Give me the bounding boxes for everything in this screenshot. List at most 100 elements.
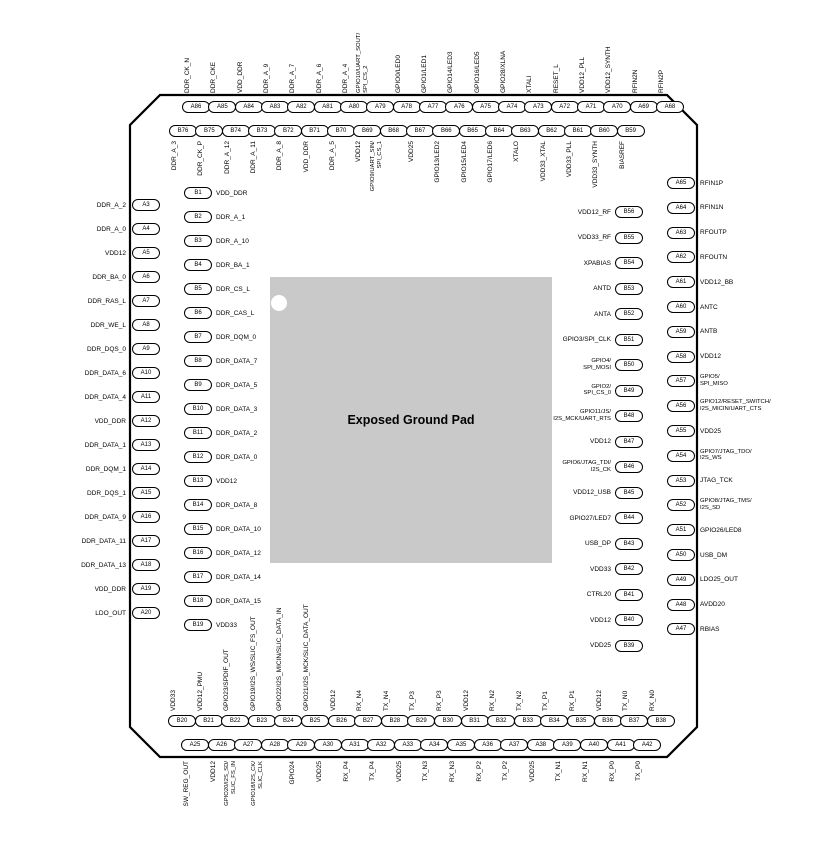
pin-label-A40: RX_N1 bbox=[582, 761, 589, 782]
pin-B73: B73 bbox=[247, 125, 276, 137]
pin-A80: A80 bbox=[339, 101, 368, 113]
pin-label-B40: VDD12 bbox=[590, 616, 611, 624]
pin-B27: B27 bbox=[354, 715, 383, 727]
pin-B65: B65 bbox=[458, 125, 487, 137]
pin-A31: A31 bbox=[340, 739, 369, 751]
pin-A42: A42 bbox=[633, 739, 662, 751]
pin-label-B8: DDR_DATA_7 bbox=[216, 357, 258, 365]
pin-A39: A39 bbox=[553, 739, 582, 751]
pin-label-B26: VDD12 bbox=[329, 690, 337, 711]
pin-label-A27: GPIO20/I2S_SD/ SLIC_FS_IN bbox=[224, 761, 237, 806]
pin-label-B61: VDD33_PLL bbox=[565, 141, 573, 178]
pin-A27: A27 bbox=[234, 739, 263, 751]
pin-label-B45: VDD12_USB bbox=[573, 489, 611, 496]
pin-label-A13: DDR_DATA_1 bbox=[84, 441, 126, 449]
pin-A84: A84 bbox=[234, 101, 263, 113]
pin-B17: B17 bbox=[184, 571, 212, 583]
pin-A3: A3 bbox=[132, 199, 160, 211]
pin-label-B22: GPIO23/SPDIF_OUT bbox=[223, 649, 231, 711]
pin-B70: B70 bbox=[326, 125, 355, 137]
pin-label-A20: LDO_OUT bbox=[95, 609, 126, 617]
pin-A19: A19 bbox=[132, 583, 160, 595]
pin-A53: A53 bbox=[667, 474, 695, 487]
pin-B68: B68 bbox=[379, 125, 408, 137]
pin-label-B63: XTALO bbox=[513, 141, 521, 162]
pin-B3: B3 bbox=[184, 235, 212, 247]
pin-A52: A52 bbox=[667, 499, 695, 512]
pin-B23: B23 bbox=[247, 715, 276, 727]
pin-B59: B59 bbox=[616, 125, 645, 137]
pin-label-B65: GPIO15/LED4 bbox=[460, 141, 468, 183]
pin-A82: A82 bbox=[287, 101, 316, 113]
pin-B76: B76 bbox=[169, 125, 197, 137]
pin-label-B3: DDR_A_10 bbox=[216, 237, 249, 245]
pin-label-B32: RX_N2 bbox=[489, 690, 497, 711]
pin-B67: B67 bbox=[405, 125, 434, 137]
pin-label-A73: XTALI bbox=[526, 75, 534, 93]
pin-label-B71: VDD_DDR bbox=[302, 141, 310, 173]
pin-label-A49: LDO25_OUT bbox=[700, 576, 738, 584]
pin-label-A85: DDR_CKE bbox=[210, 61, 218, 93]
pin-A78: A78 bbox=[392, 101, 421, 113]
pin-label-A50: USB_DM bbox=[700, 551, 728, 559]
pin-label-B67: VDD25 bbox=[407, 141, 415, 162]
pin-label-B7: DDR_DQM_0 bbox=[216, 333, 257, 341]
pin-label-B16: DDR_DATA_12 bbox=[216, 549, 261, 557]
pin-label-A8: DDR_WE_L bbox=[90, 321, 126, 329]
pin-B42: B42 bbox=[615, 563, 643, 575]
pin-label-A62: RFOUTN bbox=[700, 253, 728, 261]
pin-A30: A30 bbox=[314, 739, 342, 751]
pin-B34: B34 bbox=[540, 715, 569, 727]
pin-label-B34: TX_P1 bbox=[542, 691, 550, 711]
pin-label-B64: GPIO17/LED6 bbox=[486, 141, 494, 183]
pin-B21: B21 bbox=[194, 715, 223, 727]
pin-label-B21: VDD12_PMU bbox=[196, 671, 204, 711]
pin-A36: A36 bbox=[473, 739, 502, 751]
pin-label-A25: SW_REG_OUT bbox=[183, 761, 190, 807]
pin-B32: B32 bbox=[487, 715, 516, 727]
pin-B1: B1 bbox=[184, 187, 212, 199]
pin-label-B27: RX_N4 bbox=[356, 690, 364, 711]
pin-label-B23: GPIO19/I2S_WS/SLIC_FS_OUT bbox=[249, 616, 257, 711]
pin-B4: B4 bbox=[184, 259, 212, 271]
pin-B53: B53 bbox=[615, 282, 643, 295]
pin-label-B17: DDR_DATA_14 bbox=[216, 573, 261, 581]
pin-B39: B39 bbox=[615, 639, 643, 652]
pin-label-A35: RX_N3 bbox=[449, 761, 456, 782]
pin-B29: B29 bbox=[407, 715, 436, 727]
pin-label-B4: DDR_BA_1 bbox=[216, 261, 250, 269]
pin-label-B52: ANTA bbox=[594, 310, 611, 318]
pin-label-A18: DDR_DATA_13 bbox=[81, 561, 126, 569]
pin-label-B2: DDR_A_1 bbox=[216, 213, 246, 221]
pin-B11: B11 bbox=[184, 427, 212, 439]
pin-B36: B36 bbox=[593, 715, 622, 727]
pin-A4: A4 bbox=[132, 223, 160, 235]
pin-A10: A10 bbox=[132, 367, 160, 379]
pin-A16: A16 bbox=[132, 511, 160, 523]
pin-A12: A12 bbox=[132, 415, 160, 427]
pin-A76: A76 bbox=[445, 101, 474, 113]
pin-B60: B60 bbox=[590, 125, 619, 137]
pin-A77: A77 bbox=[418, 101, 447, 113]
pin-B10: B10 bbox=[184, 403, 212, 415]
pin-label-A55: VDD25 bbox=[700, 427, 721, 435]
pin-A58: A58 bbox=[667, 350, 695, 363]
pin-B25: B25 bbox=[301, 715, 329, 727]
pin-label-A77: GPIO1/LED1 bbox=[420, 55, 428, 93]
pin-A34: A34 bbox=[420, 739, 449, 751]
pin-label-A76: GPIO14/LED3 bbox=[447, 51, 455, 93]
pin-label-B59: BIASREF bbox=[618, 141, 626, 169]
pin-B49: B49 bbox=[615, 384, 643, 397]
pin-label-A3: DDR_A_2 bbox=[96, 201, 126, 209]
pin-label-A57: GPIO5/ SPI_MISO bbox=[700, 374, 728, 387]
pin-B43: B43 bbox=[615, 537, 643, 550]
pin-B5: B5 bbox=[184, 283, 212, 295]
pin-A29: A29 bbox=[287, 739, 316, 751]
pad-pin1-notch bbox=[271, 295, 287, 311]
pin-A55: A55 bbox=[667, 425, 695, 437]
pin-A47: A47 bbox=[667, 623, 695, 636]
pin-A86: A86 bbox=[182, 101, 210, 113]
pin-B56: B56 bbox=[615, 206, 643, 218]
pin-A38: A38 bbox=[526, 739, 555, 751]
